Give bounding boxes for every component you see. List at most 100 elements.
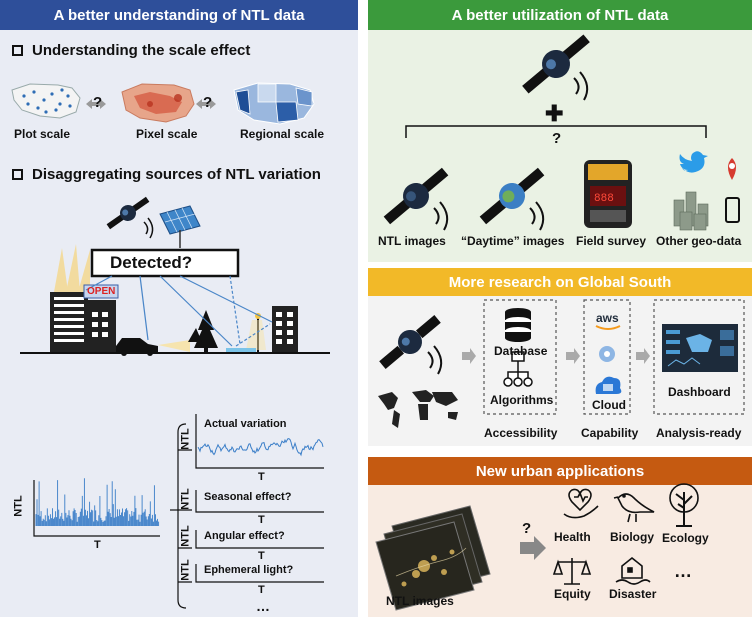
- satellite-icon: [479, 167, 545, 225]
- algorithms-label: Algorithms: [490, 393, 554, 407]
- question-mark-1: ?: [93, 94, 103, 111]
- main-signal-line: [35, 478, 160, 526]
- gear-icon: [599, 346, 615, 362]
- left-header: A better understanding of NTL data: [0, 0, 358, 30]
- water-reflection: [226, 348, 256, 353]
- accessibility-box: [483, 299, 557, 415]
- pixel-scale-map: [121, 83, 195, 123]
- util-item-ntl-images: NTL images: [378, 234, 446, 248]
- app-biology-label: Biology: [610, 530, 654, 544]
- south-header: More research on Global South: [368, 268, 752, 296]
- cloud-label: Cloud: [592, 398, 626, 412]
- satellite-icon: [383, 167, 449, 225]
- app-disaster-label: Disaster: [609, 587, 657, 601]
- main-signal-path: [35, 478, 160, 526]
- actual-variation-line: [197, 438, 324, 457]
- car-icon: [116, 338, 190, 356]
- app-ecology-label: Ecology: [662, 531, 709, 545]
- database-label: Database: [494, 344, 548, 358]
- city-blocks-icon: [673, 191, 709, 231]
- satellite-icon: [379, 315, 441, 369]
- algorithm-tree-icon: [503, 351, 533, 387]
- branch-2-xlabel: T: [258, 514, 265, 526]
- main-plot-xlabel: T: [94, 539, 101, 551]
- aws-logo-icon: aws: [595, 311, 621, 330]
- building-icon: [50, 284, 119, 352]
- util-plus-icon: ✚: [545, 101, 564, 126]
- plot-scale-label: Plot scale: [14, 127, 71, 141]
- util-item-field-survey: Field survey: [576, 234, 647, 248]
- light-beams: [54, 244, 90, 292]
- checkbox-icon: [12, 168, 23, 180]
- dashboard-icon: [662, 324, 738, 372]
- scale-arrow-1: [86, 99, 106, 109]
- urban-image-label: NTL images: [386, 594, 454, 608]
- heart-hand-icon: [563, 488, 599, 519]
- branch-axes: [195, 414, 324, 583]
- main-plot-axes: [33, 480, 160, 537]
- open-sign-label: OPEN: [87, 286, 116, 297]
- urban-question-mark: ?: [522, 520, 532, 537]
- capability-caption: Capability: [581, 426, 639, 440]
- checkbox-icon: [12, 44, 23, 56]
- dashboard-label: Dashboard: [668, 385, 731, 399]
- flow-arrows: [462, 348, 650, 364]
- plot-scale-map: [11, 83, 81, 119]
- util-question-mark: ?: [552, 130, 562, 147]
- street-lamp-icon: [246, 313, 266, 352]
- capability-box: [583, 299, 631, 415]
- util-bracket: [405, 125, 707, 138]
- building-icon: [272, 306, 298, 352]
- satellite-icon: [106, 196, 150, 230]
- actual-variation-path: [197, 438, 324, 457]
- urban-arrow: [520, 536, 546, 560]
- phone-icon: [725, 197, 740, 223]
- analysis-ready-caption: Analysis-ready: [656, 426, 742, 440]
- tree-icon: [188, 310, 218, 352]
- database-icon: [505, 308, 531, 342]
- urban-header: New urban applications: [368, 457, 752, 485]
- branch-1-xlabel: T: [258, 471, 265, 483]
- scale-section-title: Understanding the scale effect: [12, 40, 250, 60]
- disaster-house-icon: [615, 556, 651, 585]
- util-header: A better utilization of NTL data: [368, 0, 752, 30]
- branch-ellipsis: …: [256, 598, 270, 614]
- branch-4-xlabel: T: [258, 584, 265, 596]
- branch-3-xlabel: T: [258, 550, 265, 562]
- util-item-other-geo-data: Other geo-data: [656, 234, 742, 248]
- accessibility-caption: Accessibility: [484, 426, 558, 440]
- urban-ellipsis: …: [674, 561, 692, 581]
- pixel-scale-label: Pixel scale: [136, 127, 198, 141]
- scales-icon: [552, 558, 592, 585]
- detected-label: Detected?: [110, 253, 193, 272]
- question-mark-2: ?: [203, 94, 213, 111]
- branch-3-title: Angular effect?: [204, 530, 285, 542]
- location-pin-icon: [728, 158, 736, 180]
- branch-2-title: Seasonal effect?: [204, 491, 292, 503]
- util-item-daytime-images: “Daytime” images: [461, 234, 565, 248]
- field-survey-device-icon: 888: [584, 160, 632, 228]
- regional-scale-label: Regional scale: [240, 127, 325, 141]
- branch-1-title: Actual variation: [204, 418, 287, 430]
- tree-icon: [669, 483, 699, 527]
- scale-arrow-2: [196, 99, 216, 109]
- signal-lines: [85, 275, 273, 347]
- svg-text:888: 888: [594, 193, 614, 205]
- regional-scale-map: [233, 82, 315, 125]
- svg-text:aws: aws: [596, 311, 619, 325]
- branch-4-title: Ephemeral light?: [204, 564, 294, 576]
- solar-panel-icon: [159, 205, 201, 248]
- open-sign: [83, 284, 119, 299]
- branch-bracket: [170, 423, 192, 609]
- app-health-label: Health: [554, 530, 591, 544]
- ntl-image-stack: [375, 505, 491, 611]
- detected-box: [90, 248, 240, 278]
- world-map-icon: [378, 390, 458, 428]
